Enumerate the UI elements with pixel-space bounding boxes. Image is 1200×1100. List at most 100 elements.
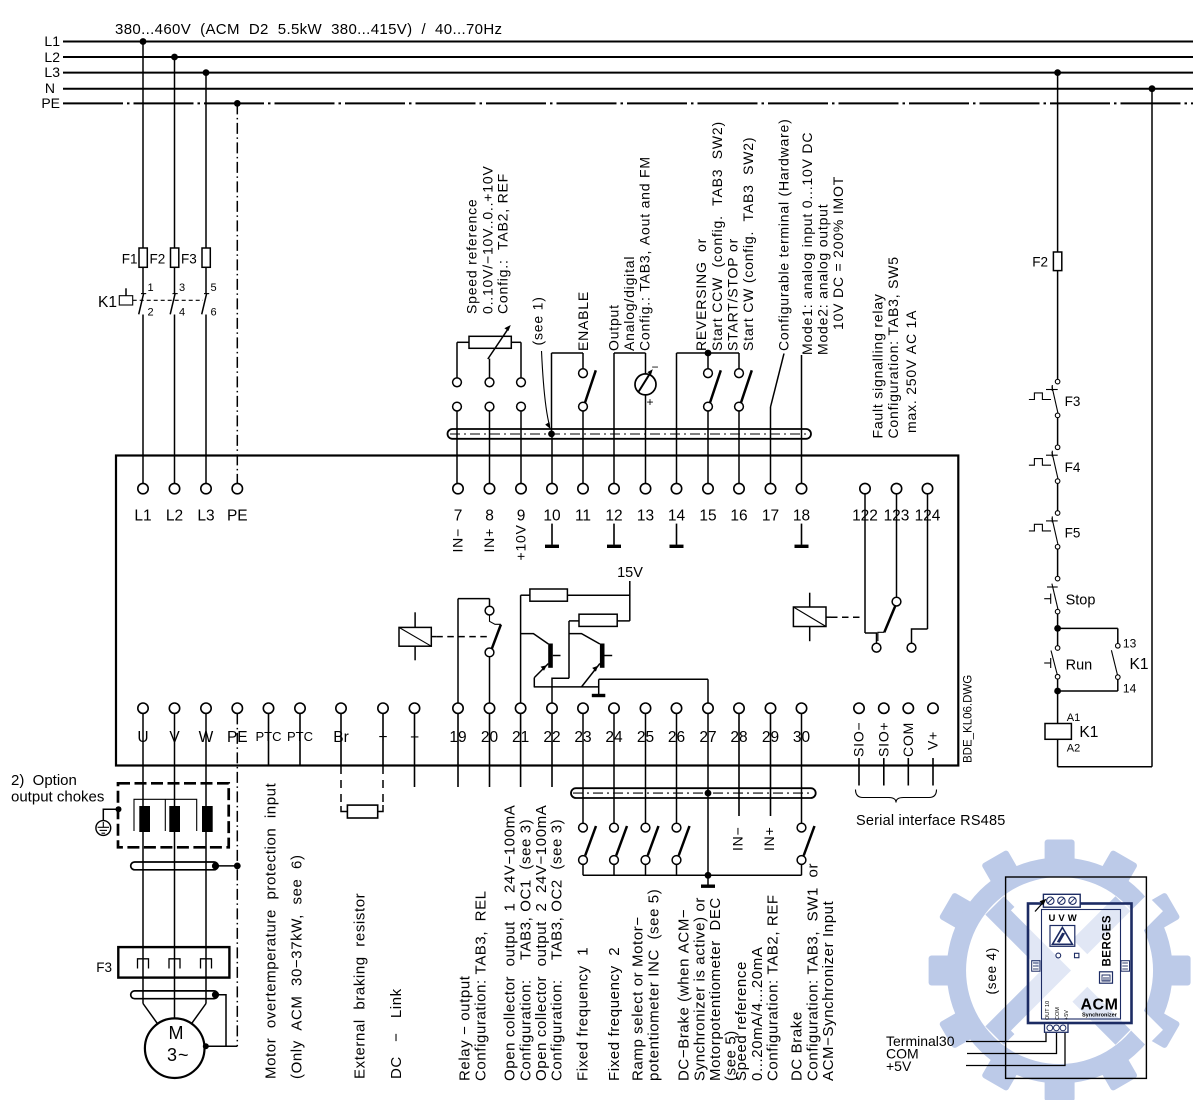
svg-text:max. 250V AC 1A: max. 250V AC 1A: [903, 310, 919, 433]
svg-text:+10V: +10V: [513, 524, 529, 560]
svg-text:+5V: +5V: [886, 1058, 912, 1074]
svg-text:K1: K1: [1079, 724, 1098, 741]
svg-text:IN+: IN+: [481, 528, 497, 553]
svg-text:F3: F3: [181, 252, 197, 267]
svg-text:−: −: [652, 360, 659, 374]
svg-text:Config.: TAB2, REF: Config.: TAB2, REF: [495, 173, 511, 314]
svg-text:3: 3: [179, 282, 185, 294]
svg-text:L1: L1: [134, 508, 151, 525]
svg-text:output chokes: output chokes: [11, 789, 104, 806]
svg-text:5: 5: [211, 282, 217, 294]
svg-text:Run: Run: [1066, 658, 1093, 674]
svg-text:14: 14: [1123, 682, 1137, 696]
svg-text:(see 4): (see 4): [984, 947, 999, 995]
svg-text:Configuration: TAB3, SW5: Configuration: TAB3, SW5: [885, 256, 901, 438]
svg-text:7: 7: [454, 508, 463, 525]
svg-text:15: 15: [699, 508, 716, 525]
svg-text:Speed reference: Speed reference: [464, 198, 480, 314]
svg-text:F3: F3: [1065, 394, 1081, 409]
svg-text:18: 18: [793, 508, 810, 525]
svg-text:L2: L2: [166, 508, 183, 525]
svg-text:380...460V (ACM D2 5.5kW 3: 380...460V (ACM D2 5.5kW 380...415V) / 4…: [115, 21, 502, 38]
svg-text:13: 13: [637, 508, 654, 525]
svg-text:Analog/digital: Analog/digital: [621, 256, 637, 351]
svg-text:2: 2: [148, 307, 154, 319]
svg-text:14: 14: [668, 508, 686, 525]
svg-text:L3: L3: [44, 64, 60, 80]
svg-text:Synchronizer is active) or: Synchronizer is active) or: [691, 897, 708, 1081]
svg-text:Open collector output 2 24V: Open collector output 2 24V−100mA: [533, 805, 550, 1081]
svg-text:Configuration: TAB3, OC1 (: Configuration: TAB3, OC1 (see 3): [517, 819, 534, 1081]
svg-text:COM: COM: [1055, 1007, 1061, 1020]
svg-text:4: 4: [179, 307, 185, 319]
svg-text:F5: F5: [1065, 526, 1081, 541]
svg-text:Terminal30: Terminal30: [886, 1033, 955, 1049]
svg-text:Configuration: TAB2, REF: Configuration: TAB2, REF: [764, 894, 781, 1081]
svg-text:ENABLE: ENABLE: [575, 291, 591, 351]
svg-text:Open collector output 1 24V: Open collector output 1 24V−100mA: [502, 805, 519, 1081]
svg-text:L3: L3: [197, 508, 214, 525]
svg-text:L2: L2: [44, 49, 60, 65]
svg-text:A1: A1: [1067, 712, 1080, 724]
svg-text:DC Brake: DC Brake: [789, 1011, 806, 1081]
svg-text:SIO+: SIO+: [876, 722, 892, 758]
svg-text:V+: V+: [925, 731, 941, 750]
svg-text:15V: 15V: [617, 565, 643, 581]
svg-text:DC − Link: DC − Link: [388, 988, 405, 1079]
svg-text:BDE_KL06.DWG: BDE_KL06.DWG: [963, 675, 975, 763]
svg-text:K1: K1: [98, 294, 117, 311]
svg-text:3: 3: [167, 1045, 177, 1065]
svg-text:DC−Brake (when ACM−: DC−Brake (when ACM−: [676, 909, 693, 1081]
svg-text:IN+: IN+: [761, 826, 777, 851]
svg-text:IN−: IN−: [450, 528, 466, 553]
svg-text:A2: A2: [1067, 743, 1080, 755]
svg-text:Configurable terminal (Hardwar: Configurable terminal (Hardware): [776, 118, 792, 351]
svg-text:F4: F4: [1065, 460, 1081, 475]
svg-text:+: +: [647, 395, 654, 409]
svg-text:IN−: IN−: [730, 826, 746, 851]
svg-text:F2: F2: [1032, 255, 1048, 270]
svg-text:2) Option: 2) Option: [11, 772, 77, 789]
svg-text:Motor overtemperature protec: Motor overtemperature protection input: [263, 782, 280, 1079]
svg-text:N: N: [45, 80, 55, 96]
svg-text:BERGES: BERGES: [1102, 915, 1114, 967]
svg-text:(see 1): (see 1): [530, 296, 546, 345]
svg-text:PE: PE: [227, 508, 248, 525]
svg-text:PE: PE: [41, 95, 60, 111]
svg-text:START/STOP or: START/STOP or: [724, 238, 740, 351]
svg-text:Motorpotentiometer DEC: Motorpotentiometer DEC: [707, 897, 724, 1081]
svg-text:SIO−: SIO−: [851, 722, 867, 758]
svg-text:0...20mA/4...20mA: 0...20mA/4...20mA: [749, 947, 766, 1081]
svg-text:OUT 10: OUT 10: [1045, 1001, 1051, 1020]
svg-text:Relay − output: Relay − output: [457, 975, 474, 1081]
svg-text:Configuration: TAB3, SW1 or: Configuration: TAB3, SW1 or: [804, 863, 821, 1081]
svg-text:Fixed frequency 1: Fixed frequency 1: [575, 947, 592, 1081]
svg-text:(Only ACM 30−37kW, see 6): (Only ACM 30−37kW, see 6): [289, 854, 306, 1079]
svg-text:10: 10: [543, 508, 561, 525]
svg-text:potentiometer INC (see 5): potentiometer INC (see 5): [645, 889, 662, 1081]
svg-text:1: 1: [148, 282, 154, 294]
svg-text:9: 9: [517, 508, 526, 525]
svg-text:(see 5): (see 5): [723, 1030, 740, 1081]
svg-text:F2: F2: [150, 252, 166, 267]
svg-text:Config.: TAB3, Aout and FM: Config.: TAB3, Aout and FM: [637, 156, 653, 351]
svg-text:Mode1: analog input 0...10V DC: Mode1: analog input 0...10V DC: [799, 132, 815, 355]
svg-text:+5V: +5V: [1064, 1010, 1070, 1020]
svg-text:M: M: [169, 1023, 184, 1043]
svg-text:Output: Output: [606, 304, 622, 351]
svg-text:External braking resistor: External braking resistor: [352, 893, 369, 1079]
svg-text:F3: F3: [96, 960, 112, 975]
svg-text:Fixed frequency 2: Fixed frequency 2: [606, 947, 623, 1081]
svg-text:Ramp select or Motor−: Ramp select or Motor−: [630, 916, 647, 1081]
svg-text:Serial interface RS485: Serial interface RS485: [856, 813, 1005, 829]
svg-text:12: 12: [605, 508, 622, 525]
svg-text:ACM−Synchronizer Input: ACM−Synchronizer Input: [820, 900, 837, 1081]
svg-text:Speed reference: Speed reference: [733, 961, 750, 1081]
svg-text:Fault signalling relay: Fault signalling relay: [870, 293, 886, 438]
svg-text:Mode2: analog output: Mode2: analog output: [815, 204, 831, 355]
svg-text:COM: COM: [886, 1046, 919, 1062]
svg-text:L1: L1: [44, 33, 60, 49]
svg-text:Start CCW (config. TAB3 SW2: Start CCW (config. TAB3 SW2): [709, 121, 725, 351]
svg-text:Synchronizer: Synchronizer: [1082, 1013, 1118, 1019]
svg-text:Configuration: TAB3, OC2 (: Configuration: TAB3, OC2 (see 3): [549, 819, 566, 1081]
